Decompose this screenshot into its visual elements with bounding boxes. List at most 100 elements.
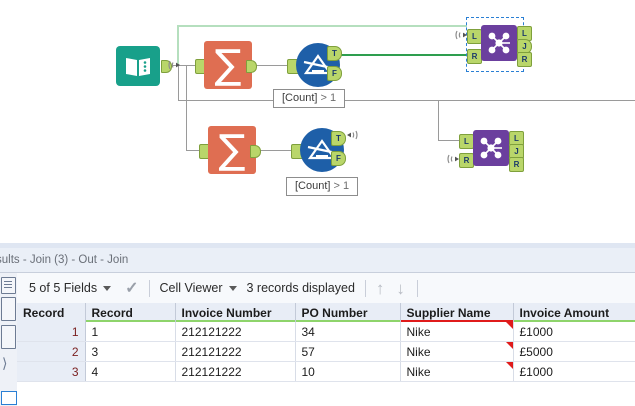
workflow-canvas[interactable]: ∑ T F [Count] > 1 ∑: [0, 0, 635, 243]
results-pane: sults - Join (3) - Out - Join ⟩ 5 of 5 F…: [0, 243, 635, 406]
input-data-tool[interactable]: [116, 46, 160, 86]
cell-record[interactable]: 1: [85, 322, 176, 342]
column-header-po-number[interactable]: PO Number: [295, 303, 401, 322]
table-row[interactable]: 2 3 212121222 57 Nike £5000: [17, 341, 635, 362]
connection-branch-to-summarize-2: [186, 150, 200, 151]
filter-2-field: [Count]: [295, 180, 331, 192]
connection-drop-to-join-2: [438, 100, 439, 140]
cell-po-number[interactable]: 34: [295, 322, 401, 342]
cell-invoice-number[interactable]: 212121222: [175, 361, 296, 382]
rail-icon-panel-1[interactable]: [1, 297, 16, 321]
connection-branch-horizontal-a: [178, 100, 635, 101]
wireless-connection-icon: [168, 58, 182, 72]
rail-expand-chevron-icon[interactable]: ⟩: [2, 355, 8, 371]
join-1-left-input-anchor[interactable]: L: [467, 29, 482, 44]
connection-input-to-summarize-1: [166, 65, 196, 66]
join-tool-1[interactable]: [481, 25, 517, 61]
connection-summarize-1-to-filter-1: [248, 65, 288, 66]
cell-invoice-amount[interactable]: £1000: [513, 361, 635, 382]
connection-true-to-join-right: [340, 54, 468, 56]
filter-2-false-anchor[interactable]: F: [331, 151, 346, 166]
column-header-invoice-number[interactable]: Invoice Number: [175, 303, 296, 322]
filter-1-field: [Count]: [282, 92, 318, 104]
summarize-tool-1[interactable]: ∑: [204, 41, 252, 89]
fields-selector-chevron-icon[interactable]: [103, 285, 112, 291]
cell-record[interactable]: 4: [85, 361, 176, 382]
join-2-left-input-anchor[interactable]: L: [459, 134, 474, 149]
rail-bottom-square[interactable]: [1, 391, 17, 405]
cell-record[interactable]: 3: [85, 341, 176, 362]
table-row[interactable]: 1 1 212121222 34 Nike £1000: [17, 322, 635, 342]
cell-viewer-chevron-icon[interactable]: [228, 285, 237, 291]
column-header-record-no[interactable]: Record: [17, 303, 86, 322]
filter-1-expression-label: [Count] > 1: [273, 89, 346, 108]
table-row[interactable]: 3 4 212121222 10 Nike £1000: [17, 361, 635, 382]
summarize-tool-2[interactable]: ∑: [208, 126, 256, 174]
cell-viewer-label[interactable]: Cell Viewer: [159, 281, 223, 295]
results-side-rail[interactable]: ⟩: [0, 273, 18, 406]
checkmark-icon[interactable]: ✓: [125, 280, 139, 297]
wireless-connection-icon: [447, 152, 461, 166]
connection-branch-vertical-b: [186, 65, 187, 150]
column-type-underline: [175, 320, 295, 322]
summarize-2-output-anchor[interactable]: [250, 145, 261, 158]
filter-1-false-anchor[interactable]: F: [327, 66, 342, 81]
toolbar-divider: [416, 279, 418, 297]
connection-branch-vertical-a: [178, 65, 179, 100]
cell-invoice-number[interactable]: 212121222: [175, 341, 296, 362]
arrow-up-icon[interactable]: ↑: [375, 278, 385, 298]
results-title: sults - Join (3) - Out - Join: [0, 248, 635, 273]
summarize-1-output-anchor[interactable]: [246, 60, 257, 73]
column-header-supplier-name[interactable]: Supplier Name: [400, 303, 514, 322]
filter-1-operator: > 1: [320, 92, 337, 104]
filter-1-true-anchor[interactable]: T: [327, 46, 342, 61]
join-2-right-output-anchor[interactable]: R: [509, 157, 524, 172]
wireless-connection-icon: [344, 128, 358, 142]
join-icon: [480, 137, 502, 159]
connection-highlight-vertical: [177, 25, 179, 65]
results-title-text: sults - Join (3) - Out - Join: [0, 254, 129, 266]
join-tool-2[interactable]: [473, 130, 509, 166]
results-toolbar[interactable]: 5 of 5 Fields ✓ Cell Viewer 3 records di…: [17, 273, 635, 304]
column-type-underline: [513, 320, 635, 322]
rail-icon-grid[interactable]: [1, 277, 16, 294]
cell-po-number[interactable]: 57: [295, 341, 401, 362]
column-header-record[interactable]: Record: [85, 303, 176, 322]
connection-summarize-2-to-filter-2: [252, 150, 292, 151]
cell-invoice-number[interactable]: 212121222: [175, 322, 296, 342]
filter-2-true-anchor[interactable]: T: [331, 131, 346, 146]
wireless-connection-icon: [455, 28, 469, 42]
filter-2-expression-label: [Count] > 1: [286, 177, 359, 196]
toolbar-divider: [364, 279, 366, 297]
cell-row-number: 1: [17, 322, 86, 342]
input-data-output-anchor[interactable]: [161, 60, 172, 73]
arrow-down-icon[interactable]: ↓: [396, 278, 405, 298]
connection-into-join-2-left: [438, 140, 460, 141]
book-icon: [125, 55, 151, 77]
toolbar-divider: [148, 279, 150, 297]
filter-2-operator: > 1: [333, 180, 350, 192]
column-type-underline: [85, 320, 175, 322]
join-1-right-output-anchor[interactable]: R: [517, 52, 532, 67]
cell-supplier-name[interactable]: Nike: [400, 322, 514, 342]
results-titlebar-accent: [0, 243, 635, 248]
cell-row-number: 2: [17, 341, 86, 362]
cell-row-number: 3: [17, 361, 86, 382]
cell-invoice-amount[interactable]: £5000: [513, 341, 635, 362]
sigma-icon: ∑: [214, 42, 242, 88]
cell-supplier-name[interactable]: Nike: [400, 341, 514, 362]
fields-selector-label[interactable]: 5 of 5 Fields: [29, 281, 98, 295]
connection-highlight-horizontal: [177, 25, 467, 27]
results-grid[interactable]: Record Record Invoice Number PO Number: [17, 303, 635, 406]
rail-icon-panel-2[interactable]: [1, 325, 16, 349]
column-type-underline: [295, 320, 400, 322]
results-table: Record Record Invoice Number PO Number: [17, 303, 635, 382]
column-header-invoice-amount[interactable]: Invoice Amount: [513, 303, 635, 322]
cell-invoice-amount[interactable]: £1000: [513, 322, 635, 342]
cell-po-number[interactable]: 10: [295, 361, 401, 382]
join-2-right-input-anchor[interactable]: R: [459, 153, 474, 168]
join-1-right-input-anchor[interactable]: R: [467, 49, 482, 64]
cell-warning-corner-icon: [505, 322, 513, 329]
cell-supplier-name[interactable]: Nike: [400, 361, 514, 382]
